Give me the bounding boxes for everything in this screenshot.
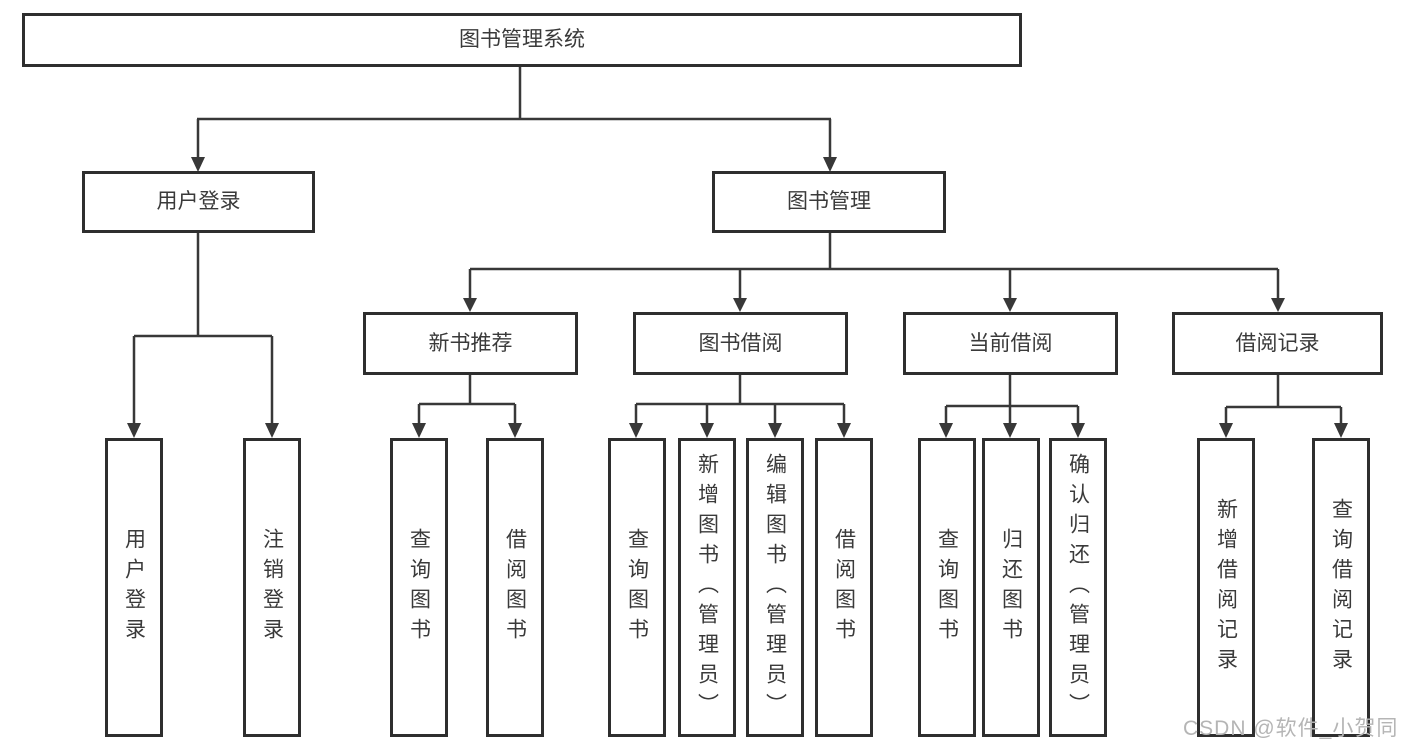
leaf-label: 确认归还（管理员） [1066, 452, 1090, 723]
leaf-user-login: 用户登录 [105, 438, 163, 737]
leaf-label: 查询图书 [407, 527, 431, 648]
node-book-borrow: 图书借阅 [633, 312, 848, 375]
node-label: 新书推荐 [428, 331, 513, 355]
node-label: 图书管理系统 [459, 28, 585, 52]
node-user-login: 用户登录 [82, 171, 315, 233]
leaf-label: 新增借阅记录 [1214, 497, 1238, 678]
node-label: 图书管理 [787, 190, 871, 214]
node-label: 用户登录 [156, 190, 241, 214]
leaf-label: 查询图书 [625, 527, 649, 648]
node-borrow-records: 借阅记录 [1172, 312, 1383, 375]
leaf-query-books-current: 查询图书 [918, 438, 976, 737]
node-library-system: 图书管理系统 [22, 13, 1022, 67]
node-label: 当前借阅 [968, 331, 1053, 355]
leaf-label: 用户登录 [122, 527, 146, 648]
leaf-label: 查询图书 [935, 527, 959, 648]
leaf-label: 查询借阅记录 [1329, 497, 1353, 678]
leaf-borrow-books-recommend: 借阅图书 [486, 438, 544, 737]
csdn-watermark: CSDN @软件_小贺同学 [1183, 717, 1399, 740]
node-label: 图书借阅 [698, 331, 783, 355]
leaf-label: 借阅图书 [503, 527, 527, 648]
leaf-borrow-books: 借阅图书 [815, 438, 873, 737]
arrowheads [127, 157, 1348, 438]
leaf-return-book: 归还图书 [982, 438, 1040, 737]
leaf-edit-book-admin: 编辑图书（管理员） [746, 438, 804, 737]
leaf-query-books-recommend: 查询图书 [390, 438, 448, 737]
leaf-logout: 注销登录 [243, 438, 301, 737]
leaf-label: 借阅图书 [832, 527, 856, 648]
leaf-confirm-return-admin: 确认归还（管理员） [1049, 438, 1107, 737]
leaf-label: 编辑图书（管理员） [763, 452, 787, 723]
leaf-label: 归还图书 [999, 527, 1023, 648]
node-label: 借阅记录 [1235, 331, 1320, 355]
leaf-label: 新增图书（管理员） [695, 452, 719, 723]
node-book-management: 图书管理 [712, 171, 946, 233]
leaf-add-book-admin: 新增图书（管理员） [678, 438, 736, 737]
node-current-borrow: 当前借阅 [903, 312, 1118, 375]
leaf-label: 注销登录 [260, 527, 284, 648]
leaf-query-borrow-record: 查询借阅记录 [1312, 438, 1370, 737]
leaf-add-borrow-record: 新增借阅记录 [1197, 438, 1255, 737]
leaf-query-books-borrow: 查询图书 [608, 438, 666, 737]
node-new-book-recommend: 新书推荐 [363, 312, 578, 375]
